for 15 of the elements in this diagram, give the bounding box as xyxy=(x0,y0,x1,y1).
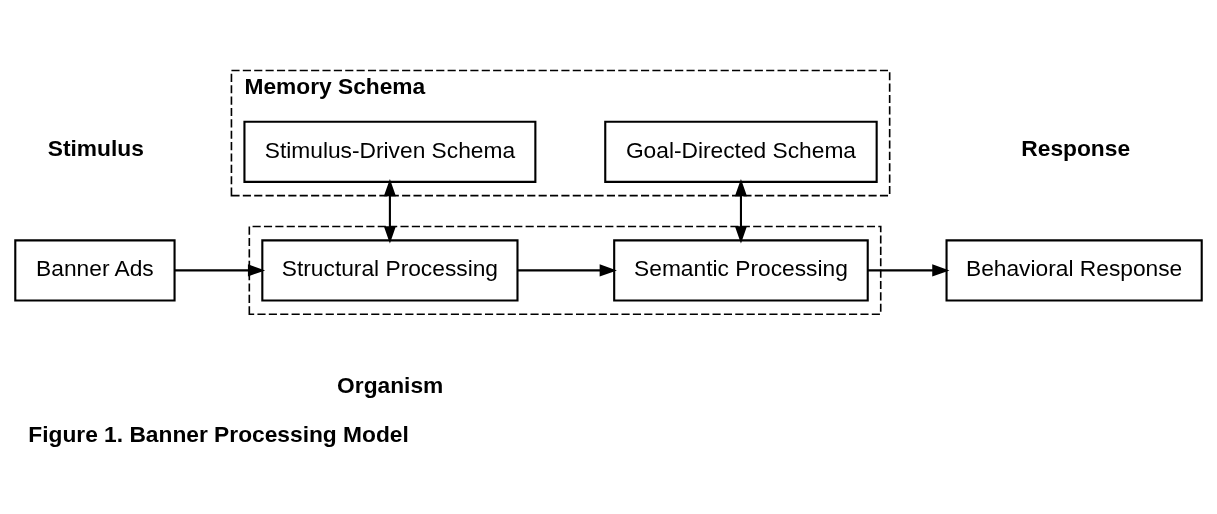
node-box: Goal-Directed Schema xyxy=(604,120,878,183)
caption: Figure 1. Banner Processing Model xyxy=(28,421,409,448)
node-box: Structural Processing xyxy=(261,239,519,302)
label: Response xyxy=(1021,135,1131,162)
arrow xyxy=(383,179,396,244)
label: Organism xyxy=(337,372,444,399)
arrow xyxy=(517,264,617,277)
arrow xyxy=(867,264,950,277)
node-box: Behavioral Response xyxy=(945,239,1203,302)
label: Stimulus xyxy=(47,135,144,162)
arrow xyxy=(734,179,747,244)
node-box: Semantic Processing xyxy=(613,239,869,302)
node-box: Stimulus-Driven Schema xyxy=(243,120,537,183)
arrow xyxy=(174,264,266,277)
node-box: Banner Ads xyxy=(14,239,176,302)
